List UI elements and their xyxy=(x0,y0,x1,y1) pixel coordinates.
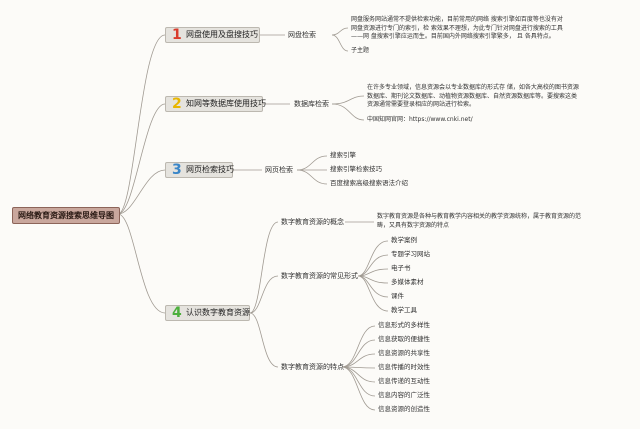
features-item[interactable]: 信息获取的便捷性 xyxy=(378,335,430,343)
topic-3-item[interactable]: 搜索引擎检索技巧 xyxy=(330,165,382,173)
topic-2-number: 2 xyxy=(172,96,182,112)
forms-item[interactable]: 课件 xyxy=(391,292,404,300)
topic-2-sub[interactable]: 数据库检索 xyxy=(294,100,329,108)
root-topic[interactable]: 网络教育资源搜索思维导图 xyxy=(12,207,120,224)
topic-1-label: 网盘使用及盘搜技巧 xyxy=(186,30,258,39)
topic-4-box[interactable]: 4 认识数字教育资源 xyxy=(165,305,250,321)
topic-1-sub[interactable]: 网盘检索 xyxy=(288,31,316,39)
concept-text: 数字教育资源是各种与教育教学内容相关的教学资源统称，属于教育资源的范 畴，又具有… xyxy=(377,213,582,229)
topic-1-number: 1 xyxy=(172,27,182,43)
topic-3-sub[interactable]: 网页检索 xyxy=(265,166,293,174)
features-item[interactable]: 信息资源的创造性 xyxy=(378,405,430,413)
topic-2-box[interactable]: 2 知网等数据库使用技巧 xyxy=(165,96,266,112)
features-item[interactable]: 信息内容的广泛性 xyxy=(378,391,430,399)
concept-label[interactable]: 数字教育资源的概念 xyxy=(281,218,344,226)
topic-1-extra[interactable]: 子主题 xyxy=(351,47,370,54)
topic-1-box[interactable]: 1 网盘使用及盘搜技巧 xyxy=(165,27,260,43)
features-item[interactable]: 信息资源的共享性 xyxy=(378,349,430,357)
topic-3-item[interactable]: 百度搜索高级搜索语法介绍 xyxy=(330,179,408,187)
forms-item[interactable]: 多媒体素材 xyxy=(391,278,424,286)
features-item[interactable]: 信息形式的多样性 xyxy=(378,321,430,329)
forms-item[interactable]: 专题学习网站 xyxy=(391,250,430,258)
forms-item[interactable]: 电子书 xyxy=(391,264,411,272)
topic-4-label: 认识数字教育资源 xyxy=(186,308,250,317)
topic-2-label: 知网等数据库使用技巧 xyxy=(186,99,266,108)
topic-3-item[interactable]: 搜索引擎 xyxy=(330,151,356,159)
topic-2-extra[interactable]: 中国知网官网：https://www.cnki.net/ xyxy=(367,116,473,123)
topic-1-text: 网盘服务网站通常不提供检索功能，目前常用的网络 搜索引擎如百度等也没有对 网盘资… xyxy=(351,16,563,40)
topic-2-text: 在许多专业领域，信息资源会以专业数据库的形式存 储，如各大高校的图书资源 数据库… xyxy=(367,84,579,108)
features-item[interactable]: 信息传播的时效性 xyxy=(378,363,430,371)
topic-3-box[interactable]: 3 网页检索技巧 xyxy=(165,162,234,178)
forms-item[interactable]: 教学工具 xyxy=(391,306,417,314)
forms-item[interactable]: 教学案例 xyxy=(391,236,417,244)
topic-3-number: 3 xyxy=(172,162,182,178)
forms-label[interactable]: 数字教育资源的常见形式 xyxy=(281,272,358,280)
features-item[interactable]: 信息传递的互动性 xyxy=(378,377,430,385)
features-label[interactable]: 数字教育资源的特点 xyxy=(281,363,344,371)
topic-3-label: 网页检索技巧 xyxy=(186,165,234,174)
topic-4-number: 4 xyxy=(172,305,182,321)
